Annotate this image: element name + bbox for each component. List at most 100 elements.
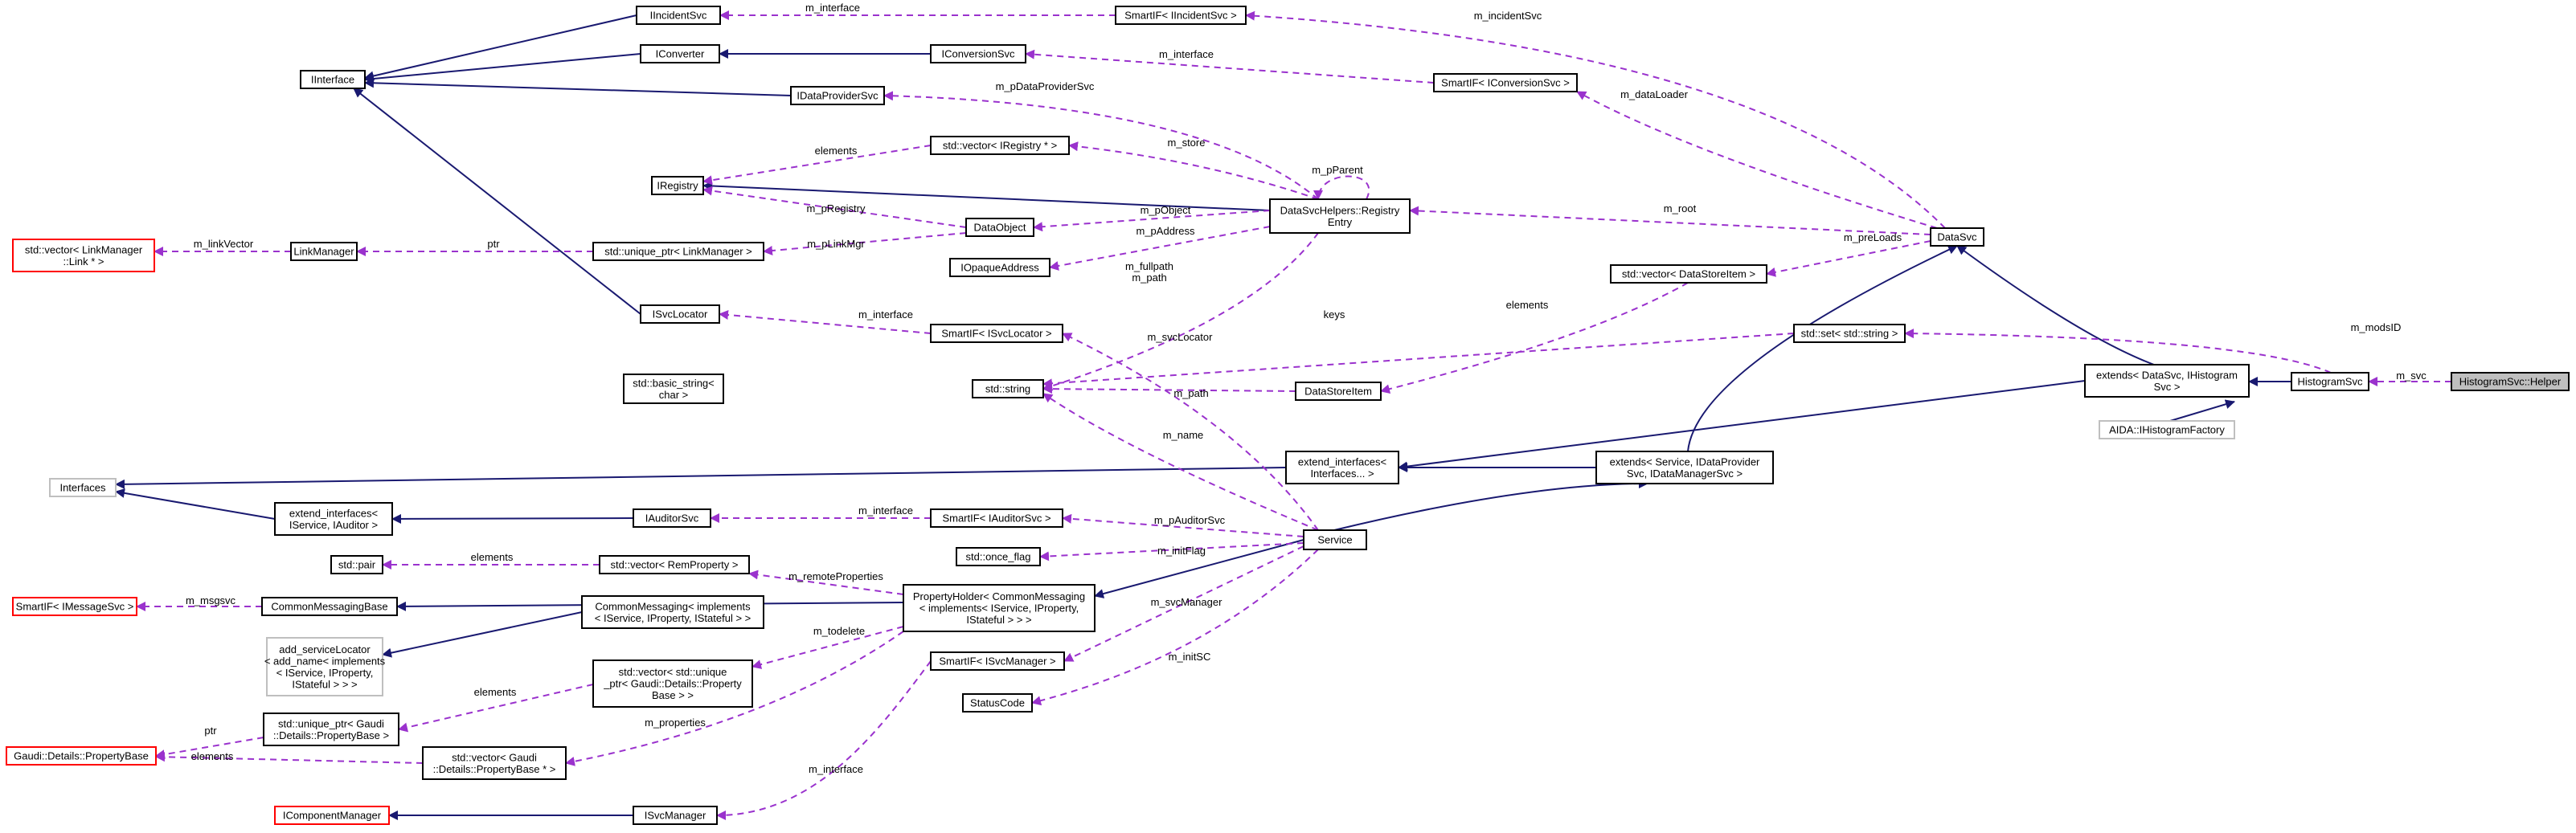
- class-node-iconversionsvc[interactable]: IConversionSvc: [930, 44, 1026, 63]
- class-node-smartif-iincidentsvc[interactable]: SmartIF< IIncidentSvc >: [1115, 6, 1247, 25]
- edge-label: m_pParent: [1312, 164, 1363, 176]
- usage-edge: [1033, 210, 1271, 232]
- edge-label: m_initSC: [1169, 651, 1211, 663]
- class-node-add-servicelocator[interactable]: add_serviceLocator< add_name< implements…: [264, 637, 386, 696]
- class-node-label: ::Details::PropertyBase * >: [433, 763, 556, 775]
- class-node-commonmessaging-impl[interactable]: CommonMessaging< implements< IService, I…: [581, 595, 764, 629]
- usage-edge: [565, 631, 904, 766]
- class-node-propertyholder[interactable]: PropertyHolder< CommonMessaging< impleme…: [903, 584, 1096, 632]
- inheritance-edge: [364, 53, 641, 84]
- class-node-box: [930, 508, 1063, 528]
- inheritance-edge: [1398, 380, 2086, 472]
- class-node-box: [261, 597, 398, 616]
- class-node-label: LinkManager: [293, 246, 354, 258]
- class-node-box: [1295, 382, 1382, 401]
- class-node-dataobject[interactable]: DataObject: [965, 218, 1034, 237]
- class-node-box: [790, 86, 885, 105]
- class-node-basic-string[interactable]: std::basic_string<char >: [623, 374, 724, 404]
- class-node-idataprovidersvc[interactable]: IDataProviderSvc: [790, 86, 885, 105]
- edge-label: m_path: [1173, 387, 1208, 399]
- class-node-std-string[interactable]: std::string: [972, 379, 1044, 398]
- class-node-isvclocator[interactable]: ISvcLocator: [640, 304, 720, 324]
- class-node-label: std::once_flag: [966, 551, 1031, 563]
- inheritance-edge: [1956, 245, 2155, 365]
- edge-label: m_path: [1132, 272, 1166, 284]
- class-node-vector-iregistry[interactable]: std::vector< IRegistry * >: [930, 136, 1070, 155]
- usage-edge: [1068, 141, 1319, 200]
- class-node-iopaqueaddress[interactable]: IOpaqueAddress: [949, 258, 1050, 277]
- class-node-label: Interfaces: [59, 482, 106, 494]
- class-node-label: SmartIF< IConversionSvc >: [1441, 77, 1570, 89]
- class-node-smartif-isvclocator[interactable]: SmartIF< ISvcLocator >: [930, 324, 1063, 343]
- class-node-iincidentsvc[interactable]: IIncidentSvc: [636, 6, 721, 25]
- class-node-extends-service[interactable]: extends< Service, IDataProviderSvc, IDat…: [1595, 451, 1774, 484]
- class-node-iconverter[interactable]: IConverter: [640, 44, 720, 63]
- class-node-smartif-iauditorsvc[interactable]: SmartIF< IAuditorSvc >: [930, 508, 1063, 528]
- class-node-label: SmartIF< ISvcManager >: [939, 655, 1055, 668]
- usage-edge: [1039, 542, 1304, 561]
- class-node-box: [956, 547, 1041, 566]
- class-node-box: [263, 713, 399, 746]
- class-node-unique-ptr-propertybase[interactable]: std::unique_ptr< Gaudi::Details::Propert…: [263, 713, 399, 746]
- usage-edge: [1062, 333, 1319, 531]
- class-node-datastoreitem[interactable]: DataStoreItem: [1295, 382, 1382, 401]
- class-node-service[interactable]: Service: [1303, 529, 1367, 550]
- class-node-isvcmanager[interactable]: ISvcManager: [633, 806, 718, 825]
- class-node-iinterface[interactable]: IInterface: [300, 70, 366, 89]
- class-node-commonmessagingbase[interactable]: CommonMessagingBase: [261, 597, 398, 616]
- class-node-box: [290, 242, 358, 261]
- class-node-statuscode[interactable]: StatusCode: [962, 693, 1033, 713]
- class-node-vector-propertybase-ptr[interactable]: std::vector< Gaudi::Details::PropertyBas…: [422, 746, 567, 780]
- class-node-box: [266, 637, 383, 696]
- class-node-linkmanager[interactable]: LinkManager: [290, 242, 358, 261]
- class-node-histogramsvc[interactable]: HistogramSvc: [2291, 372, 2369, 391]
- class-node-label: IService, IAuditor >: [289, 519, 378, 531]
- class-node-box: [636, 6, 721, 25]
- edge-label: elements: [1506, 299, 1549, 311]
- class-node-label: CommonMessaging< implements: [595, 600, 751, 612]
- class-node-extend-interfaces-iservice[interactable]: extend_interfaces<IService, IAuditor >: [274, 502, 393, 536]
- class-node-propertybase[interactable]: Gaudi::Details::PropertyBase: [6, 746, 157, 766]
- inheritance-edge: [364, 14, 637, 81]
- edge-labels-layer: m_interfacem_incidentSvcm_interfacem_dat…: [186, 2, 2427, 775]
- inheritance-edge: [2169, 399, 2235, 422]
- class-node-label: IStateful > > >: [292, 678, 357, 690]
- class-node-interfaces[interactable]: Interfaces: [49, 478, 117, 497]
- class-node-vector-remproperty[interactable]: std::vector< RemProperty >: [599, 555, 750, 574]
- edge-label: m_name: [1163, 429, 1204, 441]
- class-node-vector-unique-ptr-propertybase[interactable]: std::vector< std::unique_ptr< Gaudi::Det…: [592, 659, 753, 708]
- class-node-std-pair[interactable]: std::pair: [330, 555, 383, 574]
- inheritance-edge: [115, 467, 1287, 489]
- class-node-vector-datastoreitem[interactable]: std::vector< DataStoreItem >: [1610, 264, 1767, 284]
- class-node-iauditorsvc[interactable]: IAuditorSvc: [633, 508, 711, 528]
- class-node-smartif-iconversionsvc[interactable]: SmartIF< IConversionSvc >: [1433, 73, 1578, 92]
- class-node-label: Base > >: [652, 689, 694, 701]
- class-node-aida-ihistogramfactory[interactable]: AIDA::IHistogramFactory: [2099, 420, 2235, 439]
- class-node-label: extends< DataSvc, IHistogram: [2096, 369, 2238, 381]
- edge-label: m_pDataProviderSvc: [996, 80, 1095, 92]
- class-node-label: IRegistry: [657, 180, 698, 192]
- class-node-vector-linkmanager-link[interactable]: std::vector< LinkManager::Link * >: [12, 239, 155, 272]
- edge-label: m_dataLoader: [1620, 88, 1689, 100]
- class-node-label: Entry: [1328, 216, 1353, 228]
- class-node-set-string[interactable]: std::set< std::string >: [1793, 324, 1906, 343]
- usage-edge: [702, 145, 932, 186]
- class-node-label: DataSvc: [1937, 231, 1977, 243]
- class-node-label: Svc >: [2154, 381, 2181, 393]
- class-node-extend-interfaces-interfaces[interactable]: extend_interfaces<Interfaces... >: [1285, 451, 1399, 484]
- class-node-box: [2291, 372, 2369, 391]
- class-node-iregistry[interactable]: IRegistry: [651, 176, 704, 195]
- class-node-once-flag[interactable]: std::once_flag: [956, 547, 1041, 566]
- class-node-smartif-imessagesvc[interactable]: SmartIF< IMessageSvc >: [12, 597, 137, 616]
- class-node-unique-ptr-linkmanager[interactable]: std::unique_ptr< LinkManager >: [592, 242, 764, 261]
- class-node-smartif-isvcmanager[interactable]: SmartIF< ISvcManager >: [930, 651, 1065, 671]
- class-node-histogramsvc-helper[interactable]: HistogramSvc::Helper: [2451, 372, 2570, 391]
- class-node-box: [12, 239, 155, 272]
- class-node-label: _ptr< Gaudi::Details::Property: [603, 678, 742, 690]
- class-node-label: std::vector< Gaudi: [452, 751, 537, 763]
- class-node-datasvc[interactable]: DataSvc: [1930, 227, 1984, 247]
- class-node-icomponentmanager[interactable]: IComponentManager: [274, 806, 390, 825]
- usage-edge: [1313, 175, 1370, 200]
